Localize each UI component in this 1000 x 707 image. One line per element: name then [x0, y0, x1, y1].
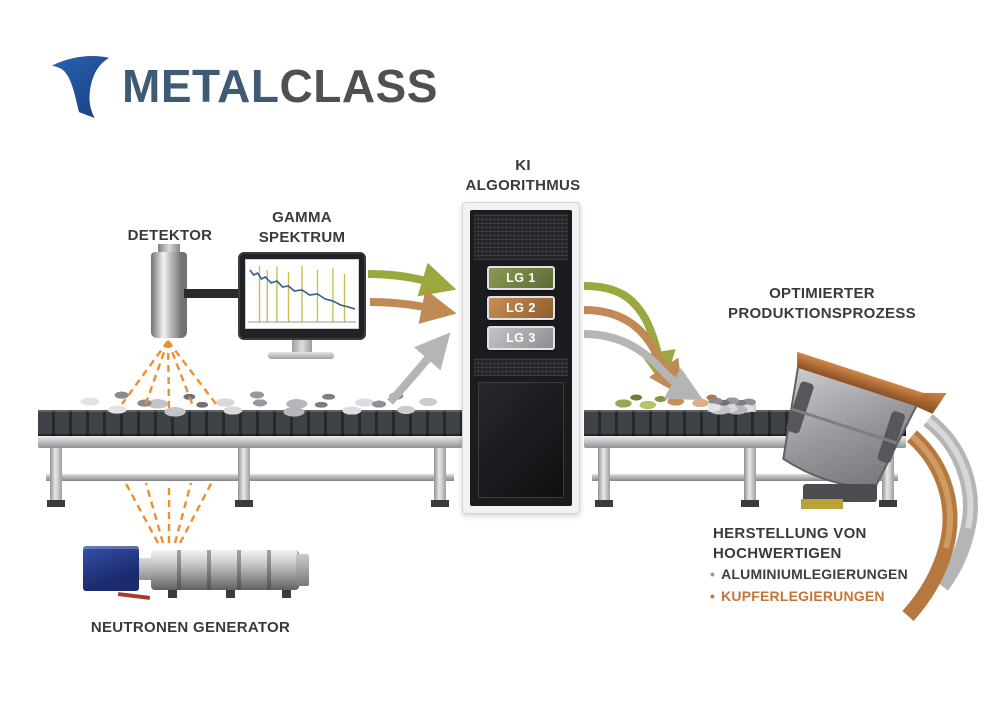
ki-label-line2: ALGORITHMUS — [465, 176, 581, 194]
conveyor-leg — [235, 448, 253, 507]
gamma-spectrum-label: GAMMA SPEKTRUM — [238, 208, 366, 247]
rack-slot-lg3: LG 3 — [487, 326, 555, 350]
conveyor-left — [38, 410, 462, 508]
ladle-spout — [914, 392, 947, 414]
scrap-metal-green — [613, 387, 671, 417]
neutron-generator-power-box — [83, 546, 139, 591]
detector-cap — [158, 244, 180, 253]
monitor-base — [268, 352, 334, 359]
neutron-generator-coupler — [139, 558, 151, 580]
copper-arrow-into-rack — [369, 289, 457, 324]
conveyor-leg — [879, 448, 897, 507]
ki-algorithmus-label: KI ALGORITHMUS — [438, 156, 608, 195]
rack-slot-label: LG 2 — [506, 301, 536, 315]
gamma-spectrum-chart — [245, 259, 359, 329]
generator-foot — [226, 590, 235, 598]
detector-device — [151, 252, 187, 338]
scrap-metal-gray — [708, 390, 756, 422]
gray-metal-ribbon-highlight — [926, 417, 974, 529]
rack-slot-lg2: LG 2 — [487, 296, 555, 320]
alloy-item-aluminium: • ALUMINIUMLEGIERUNGEN — [710, 566, 908, 582]
conveyor-frame — [584, 436, 906, 448]
generator-handle — [117, 592, 151, 600]
alloy-label-aluminium: ALUMINIUMLEGIERUNGEN — [721, 566, 908, 582]
spectrum-plot — [247, 266, 357, 323]
metalclass-logo: METALCLASS — [50, 52, 438, 120]
generator-foot — [168, 590, 177, 598]
gamma-spectrum-monitor — [238, 252, 366, 340]
conveyor-leg — [595, 448, 613, 507]
production-heading-line1: HERSTELLUNG VON — [713, 525, 867, 542]
bullet-icon: • — [710, 588, 716, 604]
ki-label-line1: KI — [515, 157, 531, 174]
gamma-label-line2: SPEKTRUM — [258, 228, 346, 246]
optimized-label-line1: OPTIMIERTER — [769, 285, 875, 302]
conveyor-frame — [38, 436, 462, 448]
detector-cable — [184, 289, 241, 298]
optimized-label-line2: PRODUKTIONSPROZESS — [728, 304, 916, 322]
conveyor-leg — [431, 448, 449, 507]
logo-wordmark: METALCLASS — [122, 63, 438, 109]
conveyor-rail — [46, 474, 454, 481]
gamma-label-line1: GAMMA — [272, 209, 332, 226]
rack-slot-label: LG 1 — [506, 271, 536, 285]
rack-slot-label: LG 3 — [506, 331, 536, 345]
detector-label: DETEKTOR — [127, 227, 213, 244]
alloy-label-kupfer: KUPFERLEGIERUNGEN — [721, 588, 885, 604]
logo-word-metal: METAL — [122, 60, 280, 112]
server-rack-body: LG 1 LG 2 LG 3 — [470, 210, 572, 506]
monitor-stand — [292, 340, 312, 353]
green-arrow-into-rack — [367, 262, 457, 297]
generator-foot — [282, 590, 291, 598]
production-heading-line2: HOCHWERTIGEN — [713, 544, 842, 562]
server-rack: LG 1 LG 2 LG 3 — [462, 202, 580, 514]
rack-slot-lg1: LG 1 — [487, 266, 555, 290]
rack-vent — [474, 358, 568, 376]
rack-vent — [474, 214, 568, 260]
green-arrow-out-of-rack — [583, 282, 676, 387]
bullet-icon: • — [710, 566, 716, 582]
copper-arrow-out-of-rack — [583, 306, 684, 397]
logo-icon — [51, 56, 110, 118]
alloy-item-kupfer: • KUPFERLEGIERUNGEN — [710, 588, 885, 604]
neutron-generator-label: NEUTRONEN GENERATOR — [90, 619, 291, 636]
rack-glass-panel — [478, 382, 564, 498]
conveyor-right — [584, 410, 906, 508]
optimized-process-label: OPTIMIERTER PRODUKTIONSPROZESS — [672, 284, 972, 323]
neutron-generator-tube — [151, 550, 299, 590]
scrap-metal-pile — [90, 392, 430, 424]
logo-word-class: CLASS — [279, 60, 438, 112]
neutron-generator-cap — [296, 554, 309, 586]
conveyor-leg — [741, 448, 759, 507]
production-heading: HERSTELLUNG VON HOCHWERTIGEN — [713, 524, 973, 563]
conveyor-leg — [47, 448, 65, 507]
